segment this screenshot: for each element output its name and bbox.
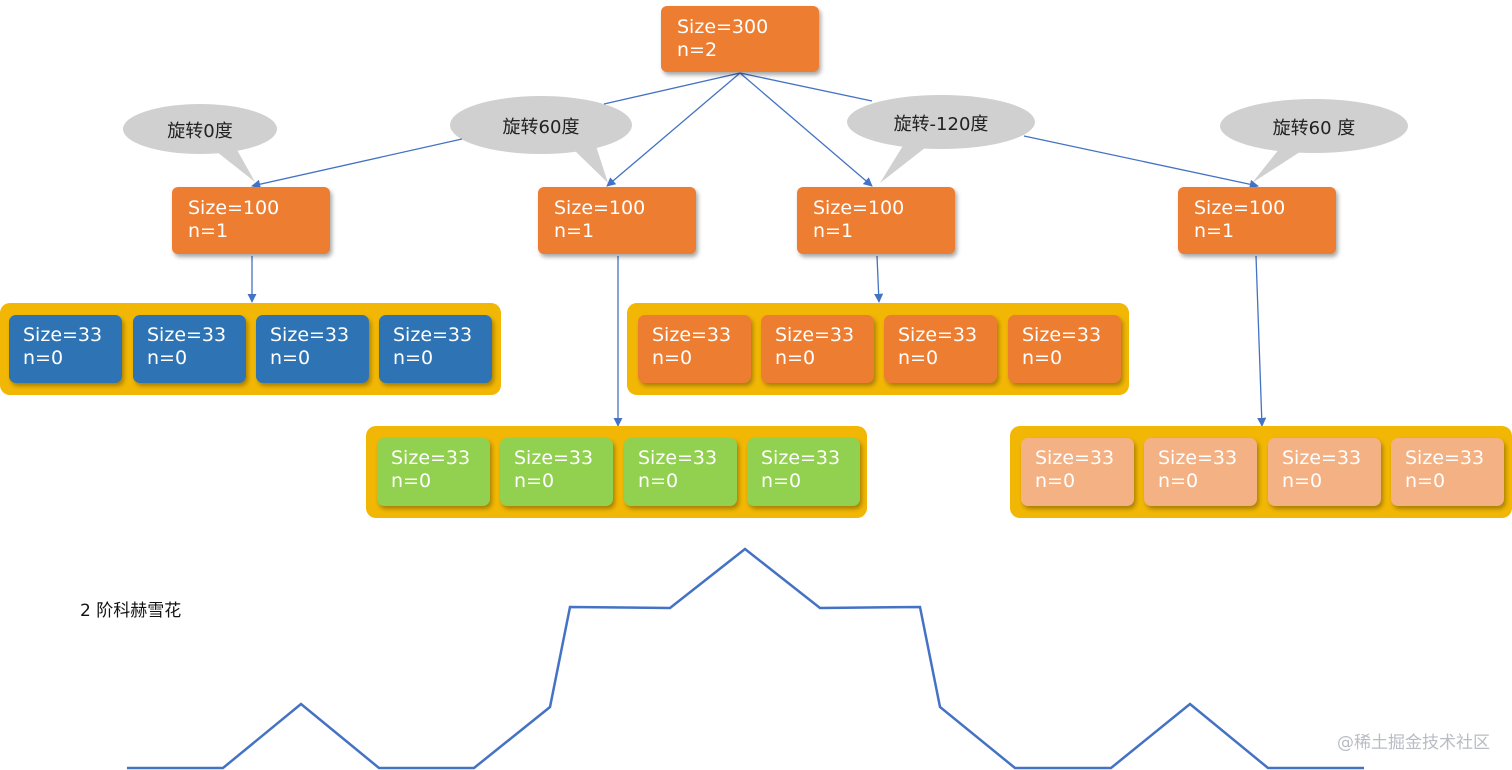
leaf-n: n=0 xyxy=(514,470,555,492)
rotation-bubble-3 xyxy=(1220,99,1408,183)
leaf-n: n=0 xyxy=(147,347,188,369)
root-size: Size=300 xyxy=(677,16,769,38)
leaf-n: n=0 xyxy=(1022,347,1063,369)
leaf-node: Size=33 n=0 xyxy=(1021,438,1134,506)
root-n: n=2 xyxy=(677,39,718,61)
leaf-n: n=0 xyxy=(775,347,816,369)
child-n: n=1 xyxy=(554,220,595,242)
leaf-size: Size=33 xyxy=(761,447,841,469)
leaf-size: Size=33 xyxy=(1282,447,1362,469)
child-n: n=1 xyxy=(1194,220,1235,242)
rotation-label-2: 旋转-120度 xyxy=(893,114,989,135)
koch-caption: 2 阶科赫雪花 xyxy=(80,601,182,621)
leaf-size: Size=33 xyxy=(1405,447,1485,469)
leaf-node: Size=33 n=0 xyxy=(747,438,860,506)
leaf-size: Size=33 xyxy=(775,324,855,346)
edge-root-child-0-upper xyxy=(603,72,741,105)
leaf-node: Size=33 n=0 xyxy=(500,438,613,506)
edge-root-child-3 xyxy=(1023,135,1259,189)
leaf-node: Size=33 n=0 xyxy=(884,315,997,383)
leaf-size: Size=33 xyxy=(23,324,103,346)
root-node: Size=300 n=2 xyxy=(661,6,819,72)
child-n: n=1 xyxy=(813,220,854,242)
leaf-node: Size=33 n=0 xyxy=(133,315,246,383)
leaf-n: n=0 xyxy=(1405,470,1446,492)
leaf-size: Size=33 xyxy=(514,447,594,469)
child-node-2: Size=100 n=1 xyxy=(797,187,955,254)
edge-root-child-3-upper xyxy=(739,72,873,102)
leaf-node: Size=33 n=0 xyxy=(1268,438,1381,506)
leaf-node: Size=33 n=0 xyxy=(638,315,751,383)
leaf-size: Size=33 xyxy=(1035,447,1115,469)
rotation-label-1: 旋转60度 xyxy=(502,117,580,138)
leaf-node: Size=33 n=0 xyxy=(1008,315,1121,383)
child-node-0: Size=100 n=1 xyxy=(172,187,330,254)
leaf-n: n=0 xyxy=(761,470,802,492)
edge-child-2-leaves xyxy=(874,255,884,303)
leaf-n: n=0 xyxy=(638,470,679,492)
child-size: Size=100 xyxy=(1194,197,1286,219)
leaf-node: Size=33 n=0 xyxy=(377,438,490,506)
leaf-size: Size=33 xyxy=(393,324,473,346)
edge-root-child-0 xyxy=(251,138,463,189)
leaf-n: n=0 xyxy=(391,470,432,492)
leaf-n: n=0 xyxy=(23,347,64,369)
leaf-size: Size=33 xyxy=(638,447,718,469)
child-size: Size=100 xyxy=(554,197,646,219)
leaf-n: n=0 xyxy=(1282,470,1323,492)
rotation-bubble-2 xyxy=(847,95,1035,183)
leaf-size: Size=33 xyxy=(147,324,227,346)
leaf-size: Size=33 xyxy=(391,447,471,469)
child-size: Size=100 xyxy=(813,197,905,219)
leaf-n: n=0 xyxy=(1158,470,1199,492)
koch-curve xyxy=(127,547,1364,770)
leaf-n: n=0 xyxy=(270,347,311,369)
rotation-bubble-1 xyxy=(450,96,632,183)
leaf-n: n=0 xyxy=(898,347,939,369)
leaf-node: Size=33 n=0 xyxy=(1144,438,1257,506)
leaf-node: Size=33 n=0 xyxy=(1391,438,1504,506)
leaf-node: Size=33 n=0 xyxy=(761,315,874,383)
leaf-node: Size=33 n=0 xyxy=(379,315,492,383)
child-n: n=1 xyxy=(188,220,229,242)
edge-child-3-leaves xyxy=(1255,255,1267,427)
leaf-node: Size=33 n=0 xyxy=(9,315,122,383)
leaf-size: Size=33 xyxy=(898,324,978,346)
child-size: Size=100 xyxy=(188,197,280,219)
child-node-3: Size=100 n=1 xyxy=(1178,187,1336,254)
rotation-label-0: 旋转0度 xyxy=(167,121,233,142)
rotation-bubble-0 xyxy=(123,104,277,182)
leaf-n: n=0 xyxy=(1035,470,1076,492)
leaf-size: Size=33 xyxy=(1158,447,1238,469)
leaf-node: Size=33 n=0 xyxy=(624,438,737,506)
leaf-n: n=0 xyxy=(652,347,693,369)
leaf-size: Size=33 xyxy=(270,324,350,346)
leaf-size: Size=33 xyxy=(652,324,732,346)
child-node-1: Size=100 n=1 xyxy=(538,187,696,254)
rotation-label-3: 旋转60 度 xyxy=(1272,118,1356,139)
leaf-node: Size=33 n=0 xyxy=(256,315,369,383)
leaf-n: n=0 xyxy=(393,347,434,369)
watermark: @稀土掘金技术社区 xyxy=(1337,733,1490,753)
leaf-size: Size=33 xyxy=(1022,324,1102,346)
